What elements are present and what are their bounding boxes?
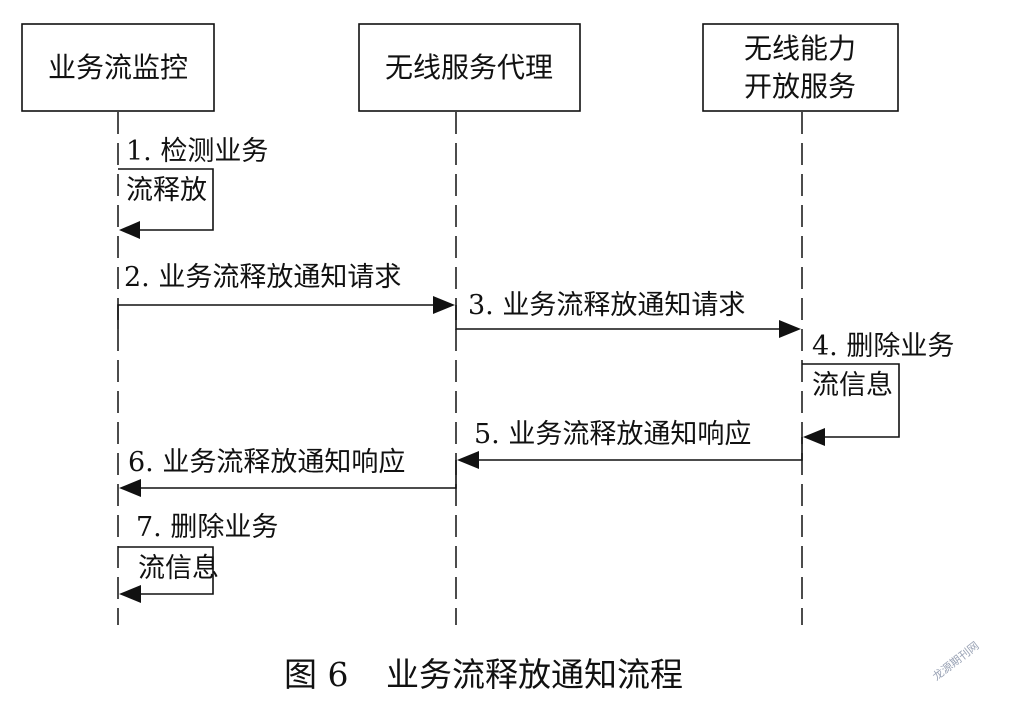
arrow-line xyxy=(474,437,803,461)
message-label: 3. 业务流释放通知请求 xyxy=(468,290,745,321)
arrow-head-left xyxy=(119,221,140,239)
participant-wireless-capability-open-service: 无线能力 开放服务 xyxy=(702,23,899,112)
message-7-delete-flow-info: 7. 删除业务 流信息 xyxy=(118,512,278,603)
message-label-line-1: 4. 删除业务 xyxy=(812,331,954,362)
arrow-line xyxy=(455,305,784,330)
message-label: 2. 业务流释放通知请求 xyxy=(124,262,401,293)
participant-business-flow-monitor: 业务流监控 xyxy=(21,23,215,112)
message-label-line-2: 流信息 xyxy=(812,370,893,401)
figure-title: 业务流释放通知流程 xyxy=(386,655,683,694)
arrow-head-left xyxy=(803,428,825,446)
message-label: 6. 业务流释放通知响应 xyxy=(128,447,405,478)
participant-box xyxy=(702,23,899,112)
self-loop-line xyxy=(118,168,214,231)
message-4-delete-flow-info: 4. 删除业务 流信息 xyxy=(802,331,954,446)
message-label-line-1: 7. 删除业务 xyxy=(136,512,278,543)
message-label-line-2: 流信息 xyxy=(138,553,219,584)
arrow-head-left xyxy=(457,451,479,469)
participant-wireless-service-proxy: 无线服务代理 xyxy=(358,23,581,112)
arrow-line xyxy=(136,460,457,489)
message-2-release-notify-request: 2. 业务流释放通知请求 xyxy=(117,262,455,329)
arrow-head-left xyxy=(119,585,141,603)
message-6-release-notify-response: 6. 业务流释放通知响应 xyxy=(119,447,457,497)
message-label-line-2: 流释放 xyxy=(126,175,207,206)
watermark: 龙源期刊网 xyxy=(930,638,982,683)
participant-box xyxy=(21,23,215,112)
participant-label: 无线服务代理 xyxy=(385,51,553,84)
participant-label-line-1: 无线能力 xyxy=(744,32,856,65)
participant-label: 业务流监控 xyxy=(48,51,188,84)
figure-caption: 图 6 业务流释放通知流程 xyxy=(284,655,683,694)
arrow-head-right xyxy=(779,320,801,338)
arrow-head-left xyxy=(119,479,141,497)
message-5-release-notify-response: 5. 业务流释放通知响应 xyxy=(457,419,803,469)
message-1-detect-release: 1. 检测业务 流释放 xyxy=(118,136,268,239)
figure-number: 图 6 xyxy=(284,655,349,694)
arrow-line xyxy=(117,304,438,329)
message-label-line-1: 1. 检测业务 xyxy=(126,136,268,167)
participant-label-line-2: 开放服务 xyxy=(744,70,856,103)
message-label: 5. 业务流释放通知响应 xyxy=(474,419,751,450)
arrow-head-right xyxy=(433,296,455,314)
participant-box xyxy=(358,23,581,112)
message-3-release-notify-request: 3. 业务流释放通知请求 xyxy=(455,290,801,338)
self-loop-line xyxy=(802,363,900,438)
self-loop-line xyxy=(118,546,214,595)
